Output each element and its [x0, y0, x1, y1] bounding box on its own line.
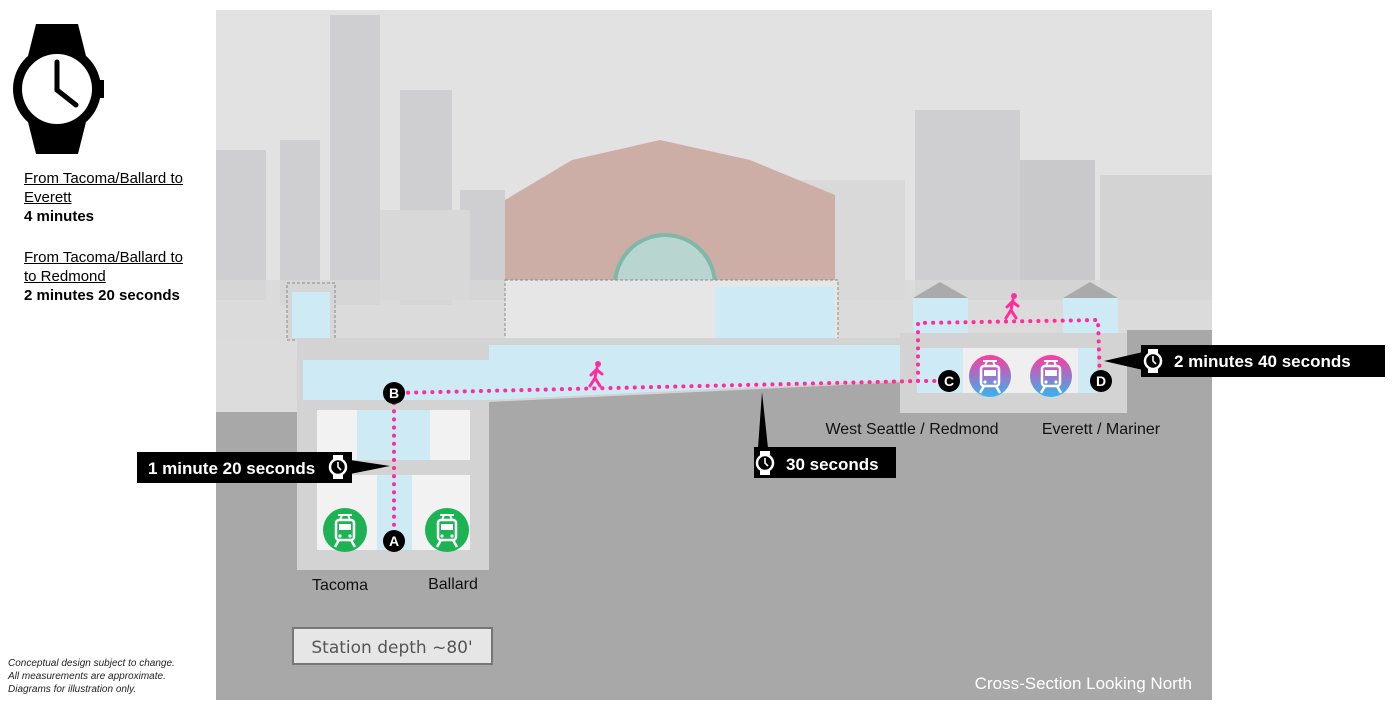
- callout-c-to-d: 2 minutes 40 seconds: [1104, 345, 1385, 377]
- station-depth-label: Station depth ~80': [292, 627, 493, 665]
- disclaimer: Conceptual design subject to change. All…: [8, 657, 175, 696]
- disclaimer-line: Conceptual design subject to change.: [8, 658, 175, 669]
- route-label: From Tacoma/Ballard to: [24, 170, 183, 187]
- disclaimer-line: Diagrams for illustration only.: [8, 684, 137, 695]
- watch-icon: [1143, 347, 1163, 375]
- node-d: D: [1090, 370, 1112, 392]
- node-c: C: [938, 370, 960, 392]
- wristwatch-icon: [13, 24, 104, 154]
- concourse-structure: [297, 338, 905, 570]
- route-label: From Tacoma/Ballard to: [24, 249, 183, 266]
- pink-line-train-icon: [1030, 355, 1072, 397]
- callout-a-to-b: 1 minute 20 seconds: [137, 452, 390, 483]
- platform-label-west-seattle-redmond: West Seattle / Redmond: [825, 421, 998, 438]
- market-arch-window: [612, 233, 718, 287]
- route-info-redmond: From Tacoma/Ballard to to Redmond 2 minu…: [24, 248, 183, 305]
- route-info-everett: From Tacoma/Ballard to Everett 4 minutes: [24, 169, 183, 226]
- ground: [216, 342, 1212, 700]
- street-level: [216, 280, 1212, 342]
- disclaimer-line: All measurements are approximate.: [8, 671, 166, 682]
- svg-text:C: C: [944, 373, 954, 389]
- node-b: B: [383, 382, 405, 404]
- node-a: A: [383, 530, 405, 552]
- svg-text:B: B: [389, 385, 399, 401]
- route-time: 2 minutes 20 seconds: [24, 287, 180, 304]
- svg-text:A: A: [389, 533, 399, 549]
- right-station-structure: [900, 333, 1127, 413]
- entrance-pavilion: [504, 279, 839, 341]
- svg-text:30 seconds: 30 seconds: [786, 455, 879, 474]
- walking-person-icon: [588, 359, 604, 388]
- route-label: to Redmond: [24, 268, 106, 285]
- svg-text:2 minutes 40 seconds: 2 minutes 40 seconds: [1174, 352, 1351, 371]
- market-building: [505, 140, 835, 285]
- entrance-pavilion: [913, 282, 1118, 333]
- watch-icon: [755, 449, 775, 477]
- sky-background: [216, 10, 1212, 410]
- entrance-pavilion: [286, 282, 336, 341]
- svg-text:Station depth ~80': Station depth ~80': [311, 638, 472, 658]
- platform-label-ballard: Ballard: [428, 576, 478, 593]
- route-label: Everett: [24, 189, 72, 206]
- pink-line-train-icon: [969, 355, 1011, 397]
- green-line-train-icon: [425, 508, 469, 552]
- cross-section-caption: Cross-Section Looking North: [975, 674, 1192, 693]
- svg-text:D: D: [1096, 373, 1106, 389]
- green-line-train-icon: [323, 508, 367, 552]
- walking-path: [392, 317, 1102, 543]
- callout-b-to-c: 30 seconds: [754, 392, 896, 478]
- platform-label-tacoma: Tacoma: [312, 577, 368, 594]
- svg-text:1 minute 20 seconds: 1 minute 20 seconds: [148, 459, 315, 478]
- platform-label-everett-mariner: Everett / Mariner: [1042, 421, 1161, 438]
- route-time: 4 minutes: [24, 208, 95, 225]
- city-skyline: [216, 15, 1212, 305]
- concourse-level: [303, 345, 900, 400]
- walking-person-icon: [1004, 291, 1020, 320]
- watch-icon: [328, 453, 348, 481]
